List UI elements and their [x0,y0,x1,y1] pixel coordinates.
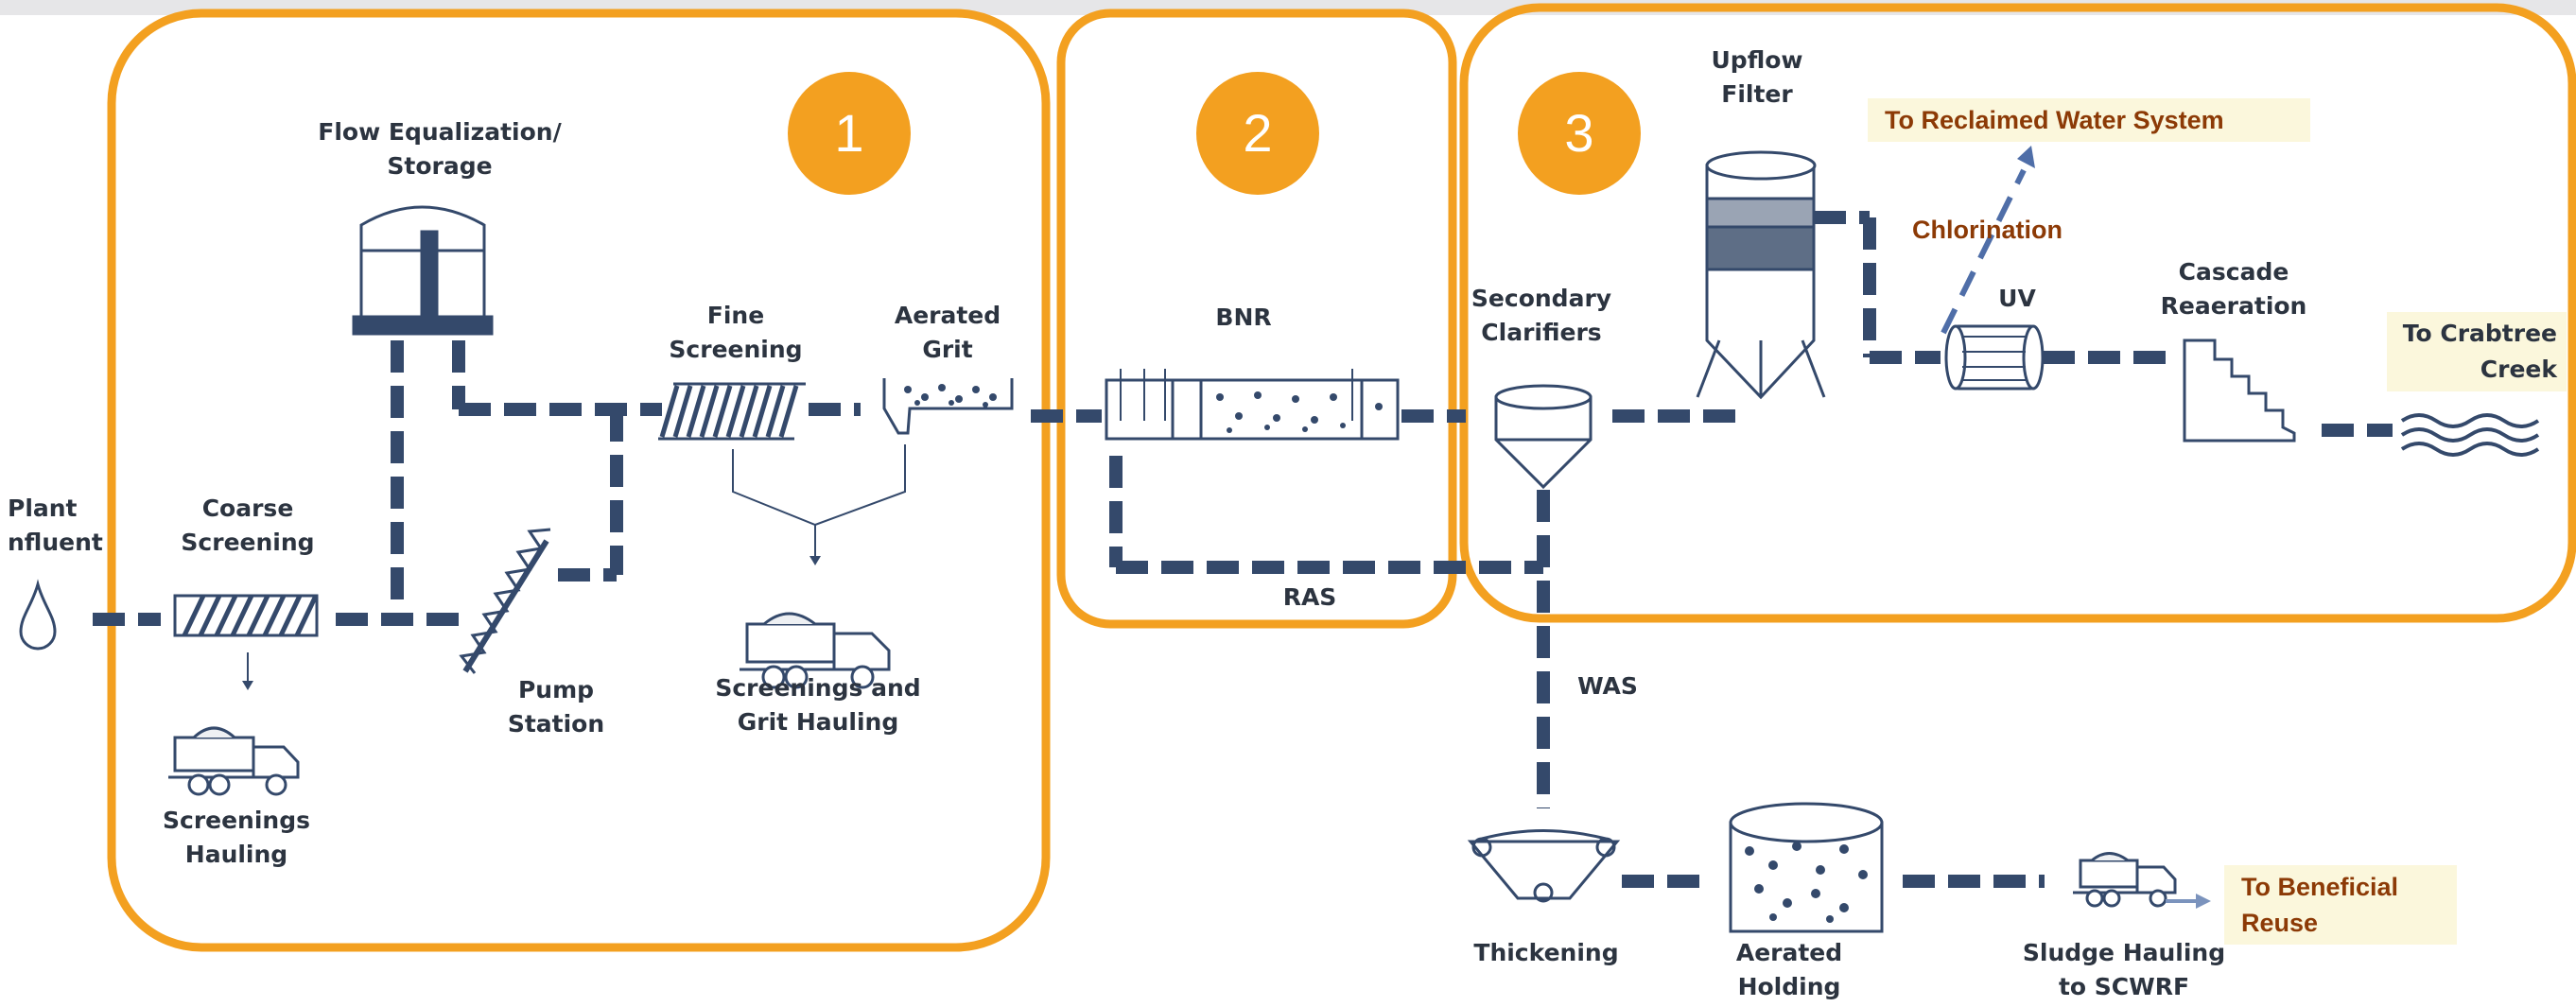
aerated-holding-icon [1729,802,1884,933]
note-crabtree-creek: To Crabtree Creek [2387,312,2567,391]
flow-lines [93,211,2393,888]
cascade-stairs-icon [2183,339,2296,443]
label-aerated-grit: Aerated Grit [894,302,1001,363]
label-bnr: BNR [1215,304,1272,331]
label-uv: UV [1998,285,2036,312]
label-secondary-clarifiers: Secondary Clarifiers [1471,285,1612,346]
label-screenings-grit-hauling: Screenings and Grit Hauling [715,674,921,736]
upflow-filter-icon [1696,150,1826,400]
section-3-outline [1459,3,2576,623]
section-badge-3: 3 [1518,72,1641,195]
label-screenings-hauling: Screenings Hauling [162,807,311,868]
note-reclaimed-water: To Reclaimed Water System [1868,98,2310,142]
section-badge-2: 2 [1196,72,1319,195]
label-pump-station: Pump Station [507,676,605,738]
label-aerated-holding: Aerated Holding [1735,939,1843,1000]
label-sludge-hauling: Sludge Hauling to SCWRF [2022,939,2226,1000]
storage-tank-icon [352,205,494,336]
pump-screw-icon [459,528,551,674]
label-upflow-filter: Upflow Filter [1711,46,1803,108]
influent-drop-icon [19,579,57,651]
uv-unit-icon [1944,324,2045,391]
label-thickening: Thickening [1473,939,1619,966]
section-badge-1: 1 [788,72,911,195]
dump-truck-icon [2073,852,2177,908]
label-plant-influent: Plant nfluent [8,495,103,556]
dump-truck-icon [740,612,891,689]
label-was: WAS [1577,672,1638,700]
label-cascade-reaeration: Cascade Reaeration [2160,258,2307,320]
bnr-basin-icon [1105,369,1400,441]
creek-waves-icon [2400,413,2540,457]
fine-screen-icon [658,382,806,441]
section-1-outline [107,9,1051,952]
note-beneficial-reuse: To Beneficial Reuse [2224,865,2457,945]
label-fine-screening: Fine Screening [669,302,803,363]
coarse-screen-icon [173,594,319,637]
secondary-clarifier-icon [1494,384,1593,490]
label-flow-equalization: Flow Equalization/ Storage [318,118,562,180]
dump-truck-icon [168,726,300,796]
chlorination-arrow [1941,168,2027,335]
thickening-icon [1467,829,1621,903]
note-chlorination: Chlorination [1912,216,2063,244]
section-2-outline [1056,9,1457,629]
label-ras: RAS [1282,583,1337,611]
aerated-grit-icon [882,378,1014,435]
label-coarse-screening: Coarse Screening [181,495,315,556]
hauling-funnel [732,444,906,527]
